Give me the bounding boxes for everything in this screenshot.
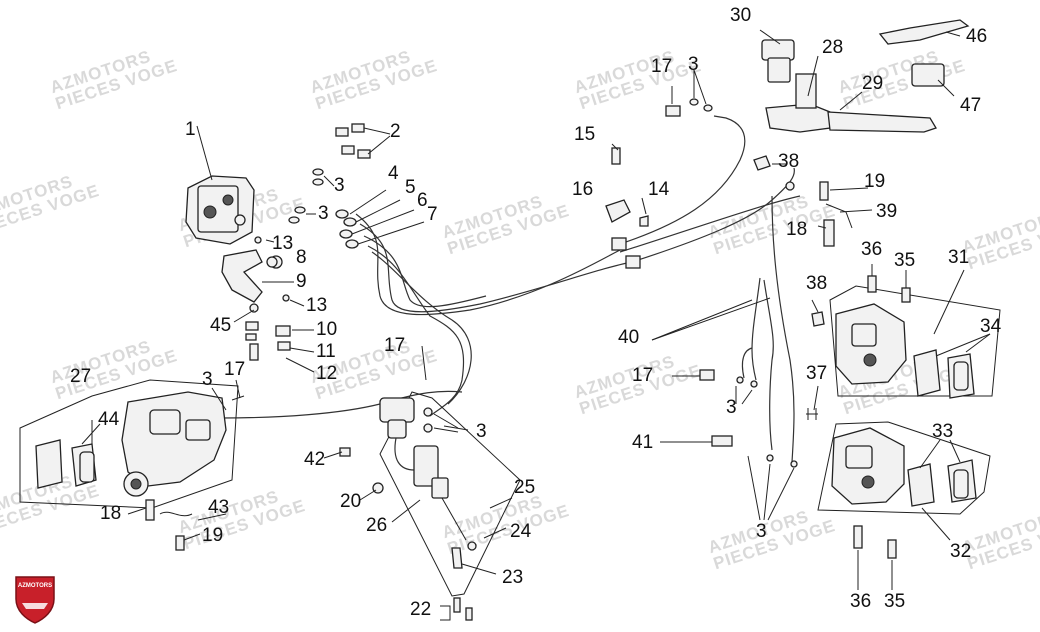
callout-46: 46 (966, 26, 988, 47)
callout-40: 40 (618, 327, 640, 348)
callout-17: 17 (651, 56, 673, 77)
callout-39: 39 (876, 201, 898, 222)
callout-14: 14 (648, 179, 670, 200)
callout-3: 3 (476, 421, 487, 442)
callout-7: 7 (427, 204, 438, 225)
callout-42: 42 (304, 449, 326, 470)
callout-10: 10 (316, 319, 338, 340)
callout-24: 24 (510, 521, 532, 542)
callout-6: 6 (417, 190, 428, 211)
callout-29: 29 (862, 73, 884, 94)
callout-23: 23 (502, 567, 524, 588)
callout-26: 26 (366, 515, 388, 536)
abs-unit (185, 125, 255, 245)
callout-3: 3 (726, 397, 737, 418)
fittings-group-top (288, 123, 391, 224)
callout-20: 20 (340, 491, 362, 512)
callout-45: 45 (210, 315, 232, 336)
front-caliper-lower (817, 421, 991, 541)
brake-lines (219, 115, 801, 463)
callout-17: 17 (632, 365, 654, 386)
callout-36: 36 (850, 591, 872, 612)
callout-3: 3 (318, 203, 329, 224)
callout-25: 25 (514, 477, 536, 498)
rear-master-cylinder (339, 391, 521, 621)
callout-19: 19 (202, 525, 224, 546)
callout-4: 4 (388, 163, 399, 184)
callout-15: 15 (574, 124, 596, 145)
callout-38: 38 (778, 151, 800, 172)
callout-16: 16 (572, 179, 594, 200)
front-caliper-upper (829, 269, 1001, 399)
callout-43: 43 (208, 497, 230, 518)
callout-3: 3 (334, 175, 345, 196)
callout-31: 31 (948, 247, 970, 268)
callout-3: 3 (688, 54, 699, 75)
caliper-bolts (853, 264, 911, 590)
hose-junction (335, 189, 425, 249)
callout-44: 44 (98, 409, 120, 430)
fittings-right (651, 155, 873, 521)
logo-text: AZMOTORS (17, 583, 53, 589)
callout-2: 2 (390, 121, 401, 142)
callout-36: 36 (861, 239, 883, 260)
callout-35: 35 (894, 250, 916, 271)
front-fittings (605, 69, 713, 227)
callout-13: 13 (272, 233, 294, 254)
callout-33: 33 (932, 421, 954, 442)
hose-40 (741, 277, 774, 451)
fasteners-left (233, 236, 315, 373)
callout-19: 19 (864, 171, 886, 192)
callout-32: 32 (950, 541, 972, 562)
callout-18: 18 (786, 219, 808, 240)
callout-5: 5 (405, 177, 416, 198)
callout-13: 13 (306, 295, 328, 316)
callout-47: 47 (960, 95, 982, 116)
callout-3: 3 (756, 521, 767, 542)
callout-30: 30 (730, 5, 752, 26)
callout-35: 35 (884, 591, 906, 612)
callout-28: 28 (822, 37, 844, 58)
abs-bracket (221, 249, 294, 303)
callout-41: 41 (632, 432, 654, 453)
azmotors-logo (15, 576, 55, 624)
callout-34: 34 (980, 316, 1002, 337)
callout-8: 8 (296, 247, 307, 268)
callout-17: 17 (384, 335, 406, 356)
callout-9: 9 (296, 271, 307, 292)
callout-1: 1 (185, 119, 196, 140)
callout-17: 17 (224, 359, 246, 380)
callout-12: 12 (316, 363, 338, 384)
callout-38: 38 (806, 273, 828, 294)
callout-37: 37 (806, 363, 828, 384)
front-master-cylinder (759, 19, 970, 133)
callout-27: 27 (70, 366, 92, 387)
callout-18: 18 (100, 503, 122, 524)
rear-caliper-assembly (19, 379, 239, 551)
callout-11: 11 (316, 341, 336, 362)
callout-3: 3 (202, 369, 213, 390)
callout-22: 22 (410, 599, 432, 620)
leader-lines (127, 143, 647, 575)
